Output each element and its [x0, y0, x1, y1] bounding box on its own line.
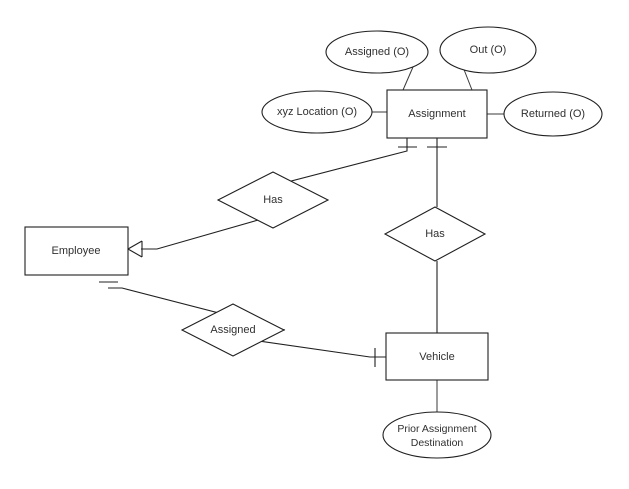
entity-assignment[interactable]: Assignment [386, 89, 488, 139]
attribute-out[interactable]: Out (O) [439, 26, 537, 74]
entity-employee[interactable]: Employee [24, 226, 129, 276]
relationship-has-assignment-vehicle[interactable]: Has [383, 206, 487, 262]
attribute-returned-label: Returned (O) [521, 108, 585, 120]
entity-employee-label: Employee [52, 245, 101, 257]
attribute-out-label: Out (O) [470, 44, 507, 56]
relationship-has-employee-assignment-diamond [216, 171, 330, 229]
connector-assignment-attr-out [462, 66, 473, 91]
attribute-xyz-location-label: xyz Location (O) [277, 106, 357, 118]
attribute-xyz-location[interactable]: xyz Location (O) [261, 90, 373, 134]
relationship-assigned-employee-vehicle-diamond [180, 303, 286, 357]
attribute-assigned-ellipse [325, 30, 429, 74]
attribute-xyz-location-ellipse [261, 90, 373, 134]
relationship-assigned-employee-vehicle[interactable]: Assigned [180, 303, 286, 357]
attribute-assigned[interactable]: Assigned (O) [325, 30, 429, 74]
entity-vehicle-box [385, 332, 489, 381]
attribute-prior-assignment-destination-ellipse [382, 411, 492, 459]
relationship-has-employee-assignment[interactable]: Has [216, 171, 330, 229]
entity-employee-box [24, 226, 129, 276]
attribute-returned-ellipse [503, 91, 603, 137]
entity-vehicle[interactable]: Vehicle [385, 332, 489, 381]
attribute-assigned-label: Assigned (O) [345, 46, 409, 58]
marker-many-employee-assignment [127, 240, 143, 258]
entity-assignment-label: Assignment [408, 108, 465, 120]
entity-assignment-box [386, 89, 488, 139]
relationship-has-employee-assignment-label: Has [263, 194, 283, 206]
attribute-prior-assignment-destination[interactable]: Prior Assignment Destination [382, 411, 492, 459]
relationship-has-assignment-vehicle-diamond [383, 206, 487, 262]
relationship-has-assignment-vehicle-label: Has [425, 228, 445, 240]
attribute-returned[interactable]: Returned (O) [503, 91, 603, 137]
connector-assignment-attr-assigned [402, 66, 414, 91]
relationship-assigned-employee-vehicle-label: Assigned [210, 324, 255, 336]
attribute-prior-assignment-destination-label-line1: Prior Assignment [397, 423, 476, 435]
attribute-prior-assignment-destination-label-line2: Destination [411, 437, 464, 449]
entity-vehicle-label: Vehicle [419, 351, 454, 363]
attribute-out-ellipse [439, 26, 537, 74]
